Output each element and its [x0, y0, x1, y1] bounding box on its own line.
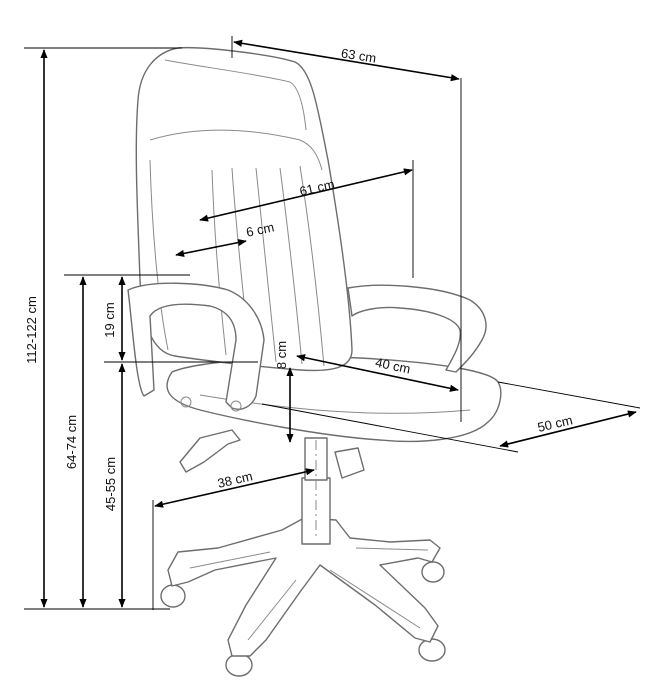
caster-wheels: [160, 561, 446, 677]
total-width-line: [233, 39, 460, 82]
label-stripe-width: 6 cm: [245, 219, 276, 240]
label-armrest-height: 64-74 cm: [64, 415, 79, 469]
backrest-width-line: [199, 168, 413, 222]
label-seat-cushion: 8 cm: [274, 341, 289, 369]
adjustment-knob: [334, 447, 365, 479]
star-base: [167, 517, 441, 657]
total-depth-line: [499, 410, 637, 448]
label-armrest-above-seat: 19 cm: [102, 302, 117, 337]
label-total-width: 63 cm: [340, 45, 377, 65]
left-armrest: [127, 282, 265, 410]
dimension-lines: [24, 36, 641, 610]
dimension-labels: 112-122 cm 64-74 cm 45-55 cm 19 cm 63 cm…: [24, 45, 574, 511]
label-seat-height: 45-55 cm: [103, 457, 118, 511]
label-total-height: 112-122 cm: [24, 296, 39, 364]
label-seat-depth: 40 cm: [374, 355, 412, 377]
seat-depth-line: [296, 354, 459, 392]
gas-lift: [301, 437, 331, 545]
lever: [179, 429, 241, 473]
stripe-width-line: [175, 239, 247, 257]
base-radius-line: [154, 468, 315, 508]
